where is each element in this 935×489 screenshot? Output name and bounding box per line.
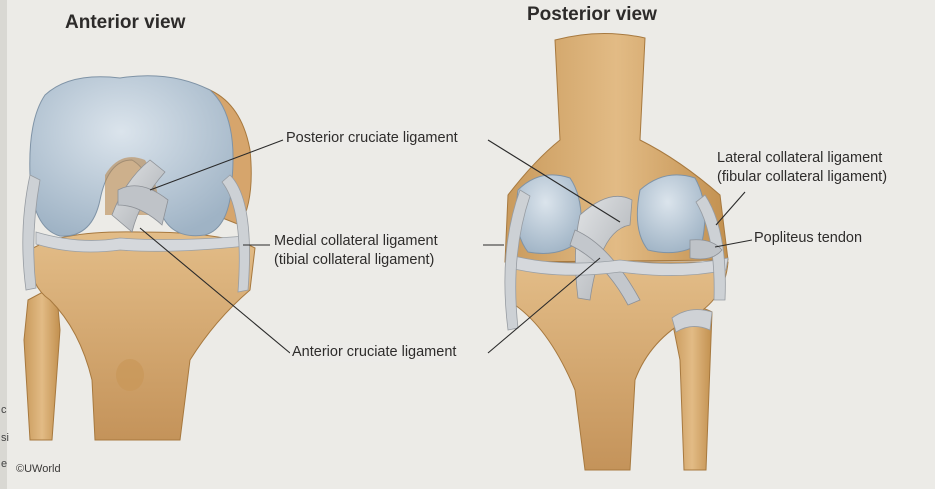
label-text: (fibular collateral ligament): [717, 169, 888, 185]
anterior-pcl-shape: [117, 185, 169, 226]
label-text: Medial collateral ligament: [274, 233, 438, 249]
page-edge: [0, 0, 7, 489]
posterior-view-title: Posterior view: [527, 4, 657, 25]
label-lateral-collateral-ligament: Lateral collateral ligament (fibular col…: [715, 149, 890, 187]
anterior-mcl-shape: [221, 174, 250, 293]
label-text: (tibial collateral ligament): [274, 252, 435, 268]
anterior-view-title: Anterior view: [65, 12, 186, 33]
edge-fragment: e: [1, 458, 8, 470]
label-text: Posterior cruciate ligament: [286, 130, 458, 146]
label-medial-collateral-ligament: Medial collateral ligament (tibial colla…: [272, 232, 440, 270]
leader-pcl-anterior: [149, 139, 284, 191]
leader-pcl-posterior: [487, 139, 621, 223]
label-text: Popliteus tendon: [754, 230, 863, 246]
anterior-fibula: [23, 284, 61, 441]
anterior-knee: [22, 75, 256, 441]
label-posterior-cruciate-ligament: Posterior cruciate ligament: [284, 129, 460, 148]
leader-popliteus: [714, 239, 753, 248]
label-anterior-cruciate-ligament: Anterior cruciate ligament: [290, 343, 459, 362]
leader-lcl: [715, 191, 746, 226]
posterior-knee: [504, 33, 729, 471]
edge-fragment: c: [1, 404, 7, 416]
anterior-tibia: [29, 231, 256, 441]
leader-acl-anterior: [139, 227, 291, 354]
copyright-notice: ©UWorld: [16, 463, 61, 475]
label-text: Lateral collateral ligament: [717, 150, 883, 166]
leader-acl-posterior: [487, 257, 601, 354]
label-text: Anterior cruciate ligament: [292, 344, 457, 360]
edge-fragment: si: [1, 432, 9, 444]
leader-lines: [139, 139, 753, 354]
label-popliteus-tendon: Popliteus tendon: [752, 229, 865, 248]
posterior-lcl-shape: [695, 194, 726, 301]
popliteus-tendon-shape: [689, 239, 723, 260]
posterior-fibula: [671, 307, 713, 471]
